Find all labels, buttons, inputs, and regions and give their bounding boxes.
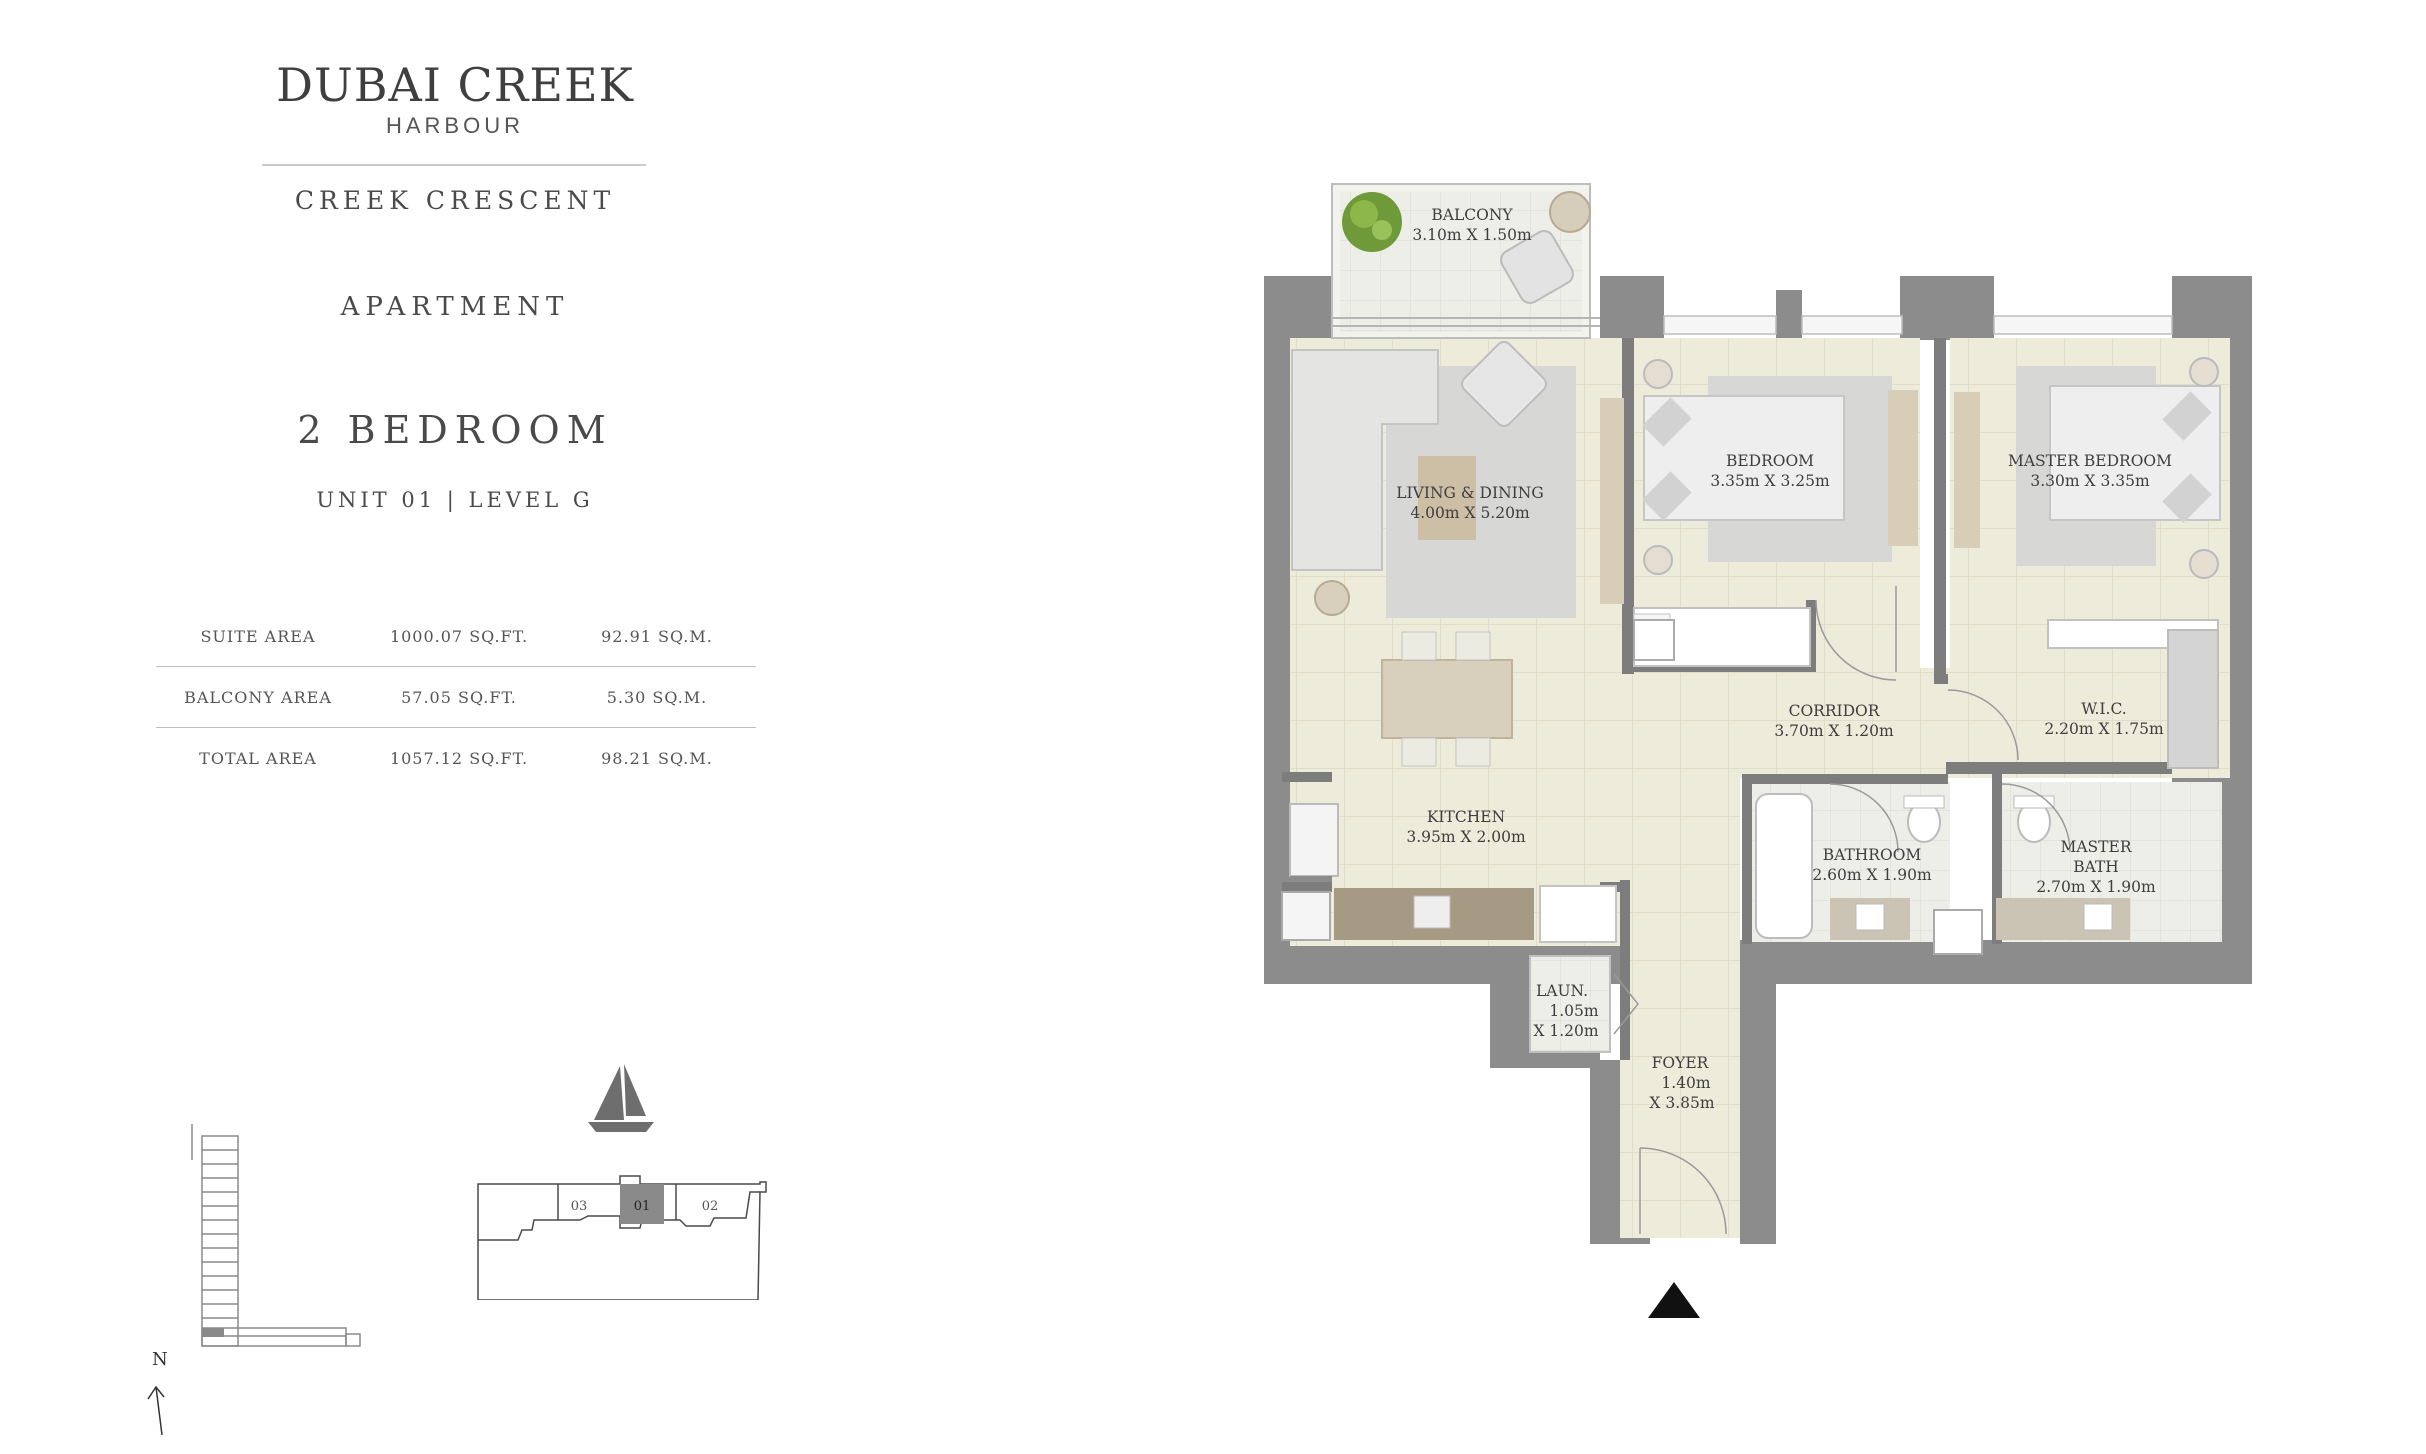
area-label: BALCONY AREA — [156, 666, 360, 728]
bathroom-label: BATHROOM — [1823, 846, 1922, 864]
area-label: TOTAL AREA — [156, 727, 360, 788]
cooktop-icon — [1289, 803, 1339, 877]
compass: N — [147, 1349, 168, 1436]
key-plan-unit-01: 01 — [634, 1199, 651, 1214]
key-plan-unit-02: 02 — [702, 1199, 719, 1214]
living-furniture — [1291, 341, 1624, 767]
bathroom-dims: 2.60m X 1.90m — [1812, 866, 1932, 884]
armchair-icon — [1461, 341, 1547, 427]
area-sqft: 1000.07 SQ.FT. — [389, 626, 529, 646]
area-sqft: 1057.12 SQ.FT. — [360, 727, 558, 788]
doors — [1613, 586, 2071, 1235]
foyer-dims-1: 1.40m — [1661, 1074, 1711, 1092]
property-type: APARTMENT — [340, 292, 570, 322]
corridor-label: CORRIDOR — [1789, 702, 1881, 720]
balcony — [1331, 183, 1600, 339]
project-name: CREEK CRESCENT — [294, 186, 616, 215]
lounge-chair-icon — [1500, 230, 1574, 304]
master-bath-label-2: BATH — [2073, 858, 2119, 876]
laundry-dims-1: 1.05m — [1549, 1002, 1599, 1020]
master-bath-label-1: MASTER — [2060, 838, 2132, 856]
brand-divider — [262, 164, 646, 166]
entrance-arrow-icon — [1648, 1282, 1700, 1318]
living-label: LIVING & DINING — [1396, 484, 1544, 502]
room-labels: BALCONY 3.10m X 1.50m LIVING & DINING 4.… — [1396, 206, 2172, 1112]
area-label: SUITE AREA — [200, 626, 316, 646]
kitchen-label: KITCHEN — [1427, 808, 1505, 826]
brand-logo-sub: HARBOUR — [385, 113, 524, 138]
living-dims: 4.00m X 5.20m — [1410, 504, 1530, 522]
north-label: N — [152, 1349, 168, 1370]
foyer-dims-2: X 3.85m — [1649, 1094, 1714, 1112]
tv-unit — [1600, 398, 1624, 604]
dining-table — [1381, 659, 1513, 739]
area-sqm: 92.91 SQ.M. — [601, 626, 713, 646]
building-elevation — [191, 1124, 361, 1347]
corridor-dims: 3.70m X 1.20m — [1774, 722, 1894, 740]
unit-level: UNIT 01 | LEVEL G — [316, 488, 594, 512]
area-sqft: 57.05 SQ.FT. — [360, 666, 558, 728]
table-row: BALCONY AREA 57.05 SQ.FT. 5.30 SQ.M. — [156, 666, 756, 728]
kitchen-furniture — [1281, 803, 1617, 943]
bathtub-icon — [1755, 793, 1813, 939]
sink-icon — [1413, 895, 1451, 929]
bedroom-dims: 3.35m X 3.25m — [1710, 472, 1830, 490]
table-row: TOTAL AREA 1057.12 SQ.FT. 98.21 SQ.M. — [156, 727, 756, 788]
fridge-icon — [1281, 891, 1331, 941]
balcony-dims: 3.10m X 1.50m — [1412, 226, 1532, 244]
bedroom-label: BEDROOM — [1726, 452, 1814, 470]
wic-label: W.I.C. — [2081, 700, 2126, 718]
wic-dims: 2.20m X 1.75m — [2044, 720, 2164, 738]
balcony-label: BALCONY — [1431, 206, 1513, 224]
area-table: SUITE AREA 1000.07 SQ.FT. 92.91 SQ.M. BA… — [156, 606, 756, 788]
table-row: SUITE AREA 1000.07 SQ.FT. 92.91 SQ.M. — [156, 606, 756, 667]
master-bedroom-dims: 3.30m X 3.35m — [2030, 472, 2150, 490]
bedroom-tv-unit — [1888, 390, 1918, 546]
unit-type: 2 BEDROOM — [297, 408, 613, 452]
kitchen-dims: 3.95m X 2.00m — [1406, 828, 1526, 846]
current-level-marker — [202, 1328, 224, 1337]
oven-icon — [1539, 885, 1617, 943]
bathroom-fixtures — [1633, 619, 2130, 955]
master-bedroom-furniture — [1954, 357, 2221, 769]
area-sqm: 98.21 SQ.M. — [558, 727, 756, 788]
basin-icon — [1855, 903, 1885, 931]
windows — [1663, 315, 2173, 335]
master-bedroom-label: MASTER BEDROOM — [2008, 452, 2172, 470]
master-tv-unit — [1954, 392, 1980, 548]
key-plan: 03 01 02 — [477, 1175, 767, 1300]
sofa-icon — [1291, 349, 1439, 571]
side-table-icon — [1549, 191, 1591, 233]
laundry-unit — [1529, 955, 1611, 1053]
key-plan-unit-03: 03 — [571, 1199, 588, 1214]
master-basin-icon — [2083, 903, 2113, 931]
laundry-label: LAUN. — [1536, 982, 1588, 1000]
brand-logo-name: DUBAI CREEK — [276, 58, 634, 112]
north-arrow-icon — [155, 1386, 163, 1436]
foyer-label: FOYER — [1652, 1054, 1710, 1072]
highlighted-unit — [620, 1184, 664, 1224]
shaft-icon — [1933, 909, 1983, 955]
boat-icon — [588, 1064, 654, 1132]
coffee-table — [1418, 456, 1476, 540]
master-bath-dims: 2.70m X 1.90m — [2036, 878, 2156, 896]
laundry-dims-2: X 1.20m — [1533, 1022, 1598, 1040]
area-sqm: 5.30 SQ.M. — [558, 666, 756, 728]
